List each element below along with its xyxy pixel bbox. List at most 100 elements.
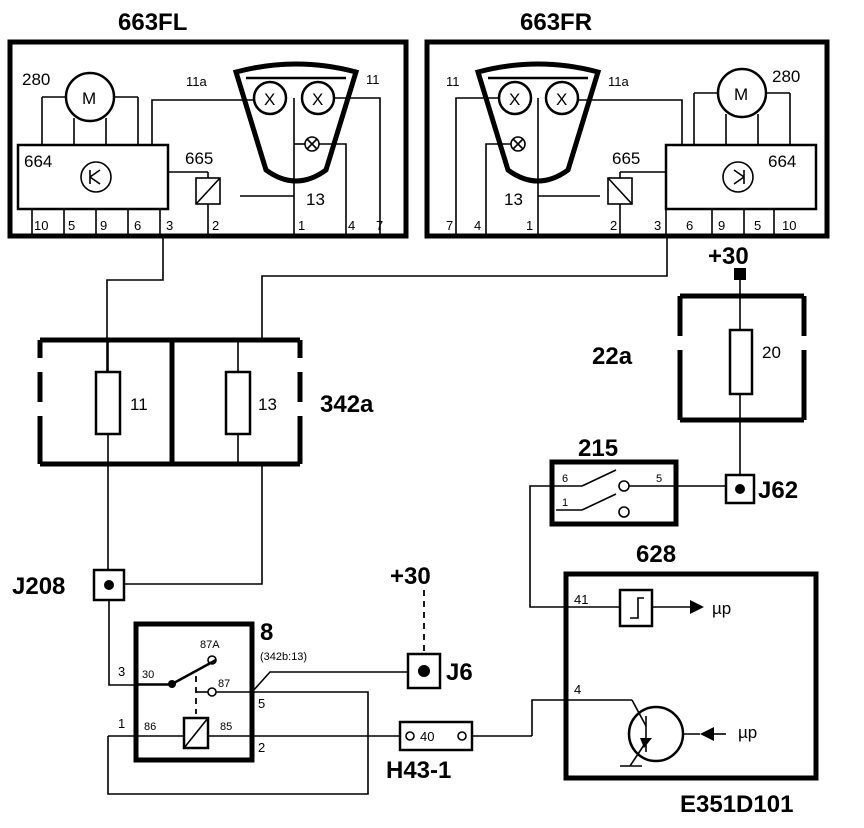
- relay-665-label: 665: [185, 149, 213, 168]
- svg-text:3: 3: [166, 218, 173, 233]
- component-663fl: 663FL M 280 664 10 5 9 6 3 2 1 4: [7, 9, 409, 239]
- svg-text:4: 4: [348, 218, 355, 233]
- svg-text:40: 40: [420, 729, 434, 744]
- connector-h43-1: 40 H43-1: [386, 720, 474, 784]
- svg-text:11: 11: [446, 74, 460, 89]
- microprocessor-label: µp: [738, 723, 757, 742]
- connector-j62-label: J62: [758, 477, 798, 504]
- motor-symbol: M: [734, 85, 748, 104]
- bulb-icon: [252, 80, 288, 116]
- svg-text:11: 11: [366, 72, 380, 87]
- fuse-13-label: 13: [258, 395, 277, 414]
- svg-text:2: 2: [212, 218, 219, 233]
- svg-text:6: 6: [562, 473, 568, 485]
- supply-label: +30: [390, 563, 431, 590]
- headlamp-reflector: [232, 61, 360, 184]
- connector-j6: +30 J6: [390, 563, 473, 690]
- fuse-rating: 20: [762, 343, 781, 362]
- svg-text:1: 1: [298, 218, 305, 233]
- fuse-box-label: 342a: [320, 391, 374, 418]
- arrow-icon: [700, 727, 714, 741]
- svg-text:1: 1: [526, 218, 533, 233]
- fuse-box-342a: 11 13 342a: [37, 337, 374, 570]
- fuse-icon: [224, 370, 252, 436]
- fuse-22a-label: 22a: [592, 343, 633, 370]
- headlamp-reflector: [474, 61, 602, 184]
- svg-text:X: X: [509, 90, 520, 109]
- svg-text:10: 10: [34, 218, 48, 233]
- wire: [107, 691, 369, 795]
- relay-ref: (342b:13): [260, 651, 307, 663]
- svg-text:11a: 11a: [608, 74, 629, 89]
- wire: [108, 600, 170, 686]
- wire: [529, 485, 568, 608]
- svg-text:5: 5: [656, 473, 662, 485]
- fuse-11-label: 11: [130, 395, 148, 414]
- wire: [124, 464, 263, 585]
- supply-terminal: [734, 268, 746, 280]
- svg-text:87: 87: [218, 678, 230, 690]
- pin-row-left: 10 5 9 6 3 2 1 4 7: [31, 209, 383, 236]
- sensor-icon: [722, 161, 754, 193]
- control-628-label: 628: [636, 541, 676, 568]
- svg-text:30: 30: [142, 669, 154, 681]
- svg-text:7: 7: [446, 218, 453, 233]
- component-663fr-label: 663FR: [520, 9, 592, 36]
- schmitt-trigger-icon: [618, 588, 654, 628]
- relay-coil-icon: [182, 716, 210, 750]
- module-label: 664: [24, 152, 52, 171]
- svg-text:6: 6: [686, 218, 693, 233]
- svg-text:5: 5: [68, 218, 75, 233]
- svg-text:85: 85: [220, 721, 232, 733]
- svg-text:5: 5: [258, 696, 265, 711]
- module-label: 664: [768, 152, 796, 171]
- module-664: [16, 143, 170, 211]
- transistor-icon: [627, 705, 685, 763]
- arrow-icon: [690, 600, 704, 614]
- fuse-22a: +30 20 22a: [592, 243, 807, 475]
- svg-text:2: 2: [610, 218, 617, 233]
- svg-text:9: 9: [718, 218, 725, 233]
- svg-text:4: 4: [574, 682, 581, 697]
- wire: [106, 236, 164, 372]
- svg-text:5: 5: [754, 218, 761, 233]
- relay-8-label: 8: [260, 619, 273, 646]
- svg-text:X: X: [556, 90, 567, 109]
- motor-label: 280: [772, 67, 800, 86]
- svg-text:3: 3: [654, 218, 661, 233]
- svg-text:4: 4: [474, 218, 481, 233]
- svg-text:X: X: [264, 90, 275, 109]
- component-663fr: 663FR X X 11 11a 13 M 280 664 665: [424, 9, 830, 239]
- svg-text:86: 86: [144, 721, 156, 733]
- svg-text:10: 10: [782, 218, 796, 233]
- fuse-icon: [94, 370, 122, 436]
- connector-h43-label: H43-1: [386, 757, 451, 784]
- module-664: [664, 143, 818, 211]
- switch-215-label: 215: [578, 435, 618, 462]
- svg-text:11a: 11a: [186, 74, 207, 89]
- bulb-icon: [544, 80, 580, 116]
- svg-text:6: 6: [134, 218, 141, 233]
- motor-symbol: M: [82, 89, 96, 108]
- svg-text:X: X: [312, 90, 323, 109]
- wire: [261, 236, 668, 340]
- switch-215: 215 6 1 5: [549, 435, 726, 527]
- lamp-13-label: 13: [504, 190, 523, 209]
- sensor-icon: [80, 161, 112, 193]
- svg-text:3: 3: [118, 664, 125, 679]
- svg-text:87A: 87A: [200, 639, 220, 651]
- svg-text:9: 9: [100, 218, 107, 233]
- connector-j208-label: J208: [12, 573, 65, 600]
- relay-665-label: 665: [612, 149, 640, 168]
- svg-text:1: 1: [562, 497, 568, 509]
- pin-row-right: 7 4 1 2 3 6 9 5 10: [446, 209, 796, 236]
- drawing-reference: E351D101: [680, 791, 793, 818]
- motor-label: 280: [22, 70, 50, 89]
- supply-label: +30: [708, 243, 749, 270]
- connector-j6-label: J6: [446, 659, 473, 686]
- svg-text:41: 41: [574, 592, 588, 607]
- svg-text:1: 1: [118, 716, 125, 731]
- control-module-628: 628 41 µp 4 µp: [531, 541, 819, 781]
